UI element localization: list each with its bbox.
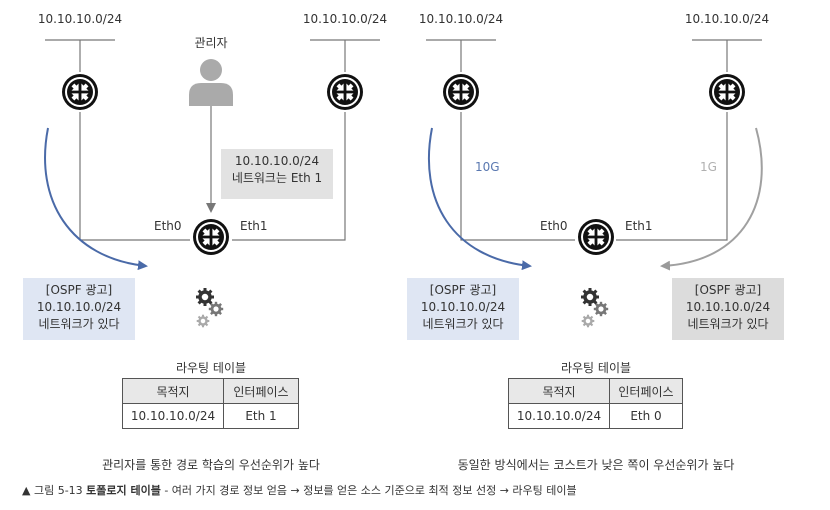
ospf-ad-line: [OSPF 광고] [429, 283, 497, 297]
eth0-label: Eth0 [154, 219, 182, 233]
table-header-cell: 인터페이스 [223, 378, 299, 404]
figure-caption: ▲ 그림 5-13 토폴로지 테이블 - 여러 가지 경로 정보 얻음 → 정보… [22, 482, 577, 498]
right-conclusion: 동일한 방식에서는 코스트가 낮은 쪽이 우선순위가 높다 [457, 458, 735, 472]
routing-table-title: 라우팅 테이블 [560, 361, 632, 375]
link-10g-label: 10G [475, 160, 500, 174]
table-row: 10.10.10.0/24 Eth 1 [122, 403, 299, 429]
table-header-row: 목적지 인터페이스 [508, 378, 683, 404]
right-ospf-arrow-grey [660, 127, 763, 271]
ospf-ad-line: [OSPF 광고] [45, 283, 113, 297]
eth0-label: Eth0 [540, 219, 568, 233]
network-label: 10.10.10.0/24 [418, 12, 504, 26]
ospf-ad-line: 10.10.10.0/24 [36, 300, 122, 314]
table-cell: Eth 1 [223, 403, 299, 429]
ospf-ad-box: [OSPF 광고] 10.10.10.0/24 네트워크가 있다 [672, 278, 784, 340]
table-header-cell: 목적지 [508, 378, 610, 404]
ospf-ad-line: 10.10.10.0/24 [420, 300, 506, 314]
ospf-ad-line: 네트워크가 있다 [422, 317, 504, 331]
ospf-ad-line: [OSPF 광고] [694, 283, 762, 297]
admin-label: 관리자 [194, 36, 228, 50]
router-icon [62, 74, 98, 110]
network-label: 10.10.10.0/24 [302, 12, 388, 26]
ospf-ad-line: 네트워크가 있다 [687, 317, 769, 331]
right-topology [426, 39, 762, 241]
ospf-ad-line: 네트워크가 있다 [38, 317, 120, 331]
left-ospf-arrow [44, 127, 148, 271]
router-icon [709, 74, 745, 110]
table-header-cell: 인터페이스 [609, 378, 683, 404]
caption-figure-number: 그림 5-13 [33, 484, 83, 497]
network-label: 10.10.10.0/24 [37, 12, 123, 26]
table-row: 10.10.10.0/24 Eth 0 [508, 403, 683, 429]
ospf-ad-box: [OSPF 광고] 10.10.10.0/24 네트워크가 있다 [23, 278, 135, 340]
left-conclusion: 관리자를 통한 경로 학습의 우선순위가 높다 [102, 458, 320, 472]
caption-title: 토폴로지 테이블 [86, 484, 161, 497]
eth1-label: Eth1 [240, 219, 268, 233]
table-cell: 10.10.10.0/24 [508, 403, 610, 429]
admin-note-line: 네트워크는 Eth 1 [231, 171, 323, 185]
router-icon [578, 219, 614, 255]
caption-body: - 여러 가지 경로 정보 얻음 → 정보를 얻은 소스 기준으로 최적 정보 … [160, 484, 577, 497]
routing-table: 목적지 인터페이스 10.10.10.0/24 Eth 1 [122, 378, 299, 429]
link-1g-label: 1G [700, 160, 717, 174]
caption-marker: ▲ [22, 484, 31, 497]
gears-icon [194, 286, 225, 329]
table-cell: Eth 0 [609, 403, 683, 429]
admin-note: 10.10.10.0/24 네트워크는 Eth 1 [221, 149, 333, 199]
router-icon [443, 74, 479, 110]
admin-person-icon [189, 59, 233, 106]
gears-icon [579, 286, 610, 329]
routing-table: 목적지 인터페이스 10.10.10.0/24 Eth 0 [508, 378, 683, 429]
router-icon [327, 74, 363, 110]
table-header-row: 목적지 인터페이스 [122, 378, 299, 404]
router-icon [193, 219, 229, 255]
admin-note-line: 10.10.10.0/24 [234, 154, 320, 168]
right-ospf-arrow-blue [427, 127, 532, 271]
eth1-label: Eth1 [625, 219, 653, 233]
table-header-cell: 목적지 [122, 378, 224, 404]
ospf-ad-line: 10.10.10.0/24 [685, 300, 771, 314]
ospf-ad-box: [OSPF 광고] 10.10.10.0/24 네트워크가 있다 [407, 278, 519, 340]
table-cell: 10.10.10.0/24 [122, 403, 224, 429]
network-label: 10.10.10.0/24 [684, 12, 770, 26]
routing-table-title: 라우팅 테이블 [175, 361, 247, 375]
